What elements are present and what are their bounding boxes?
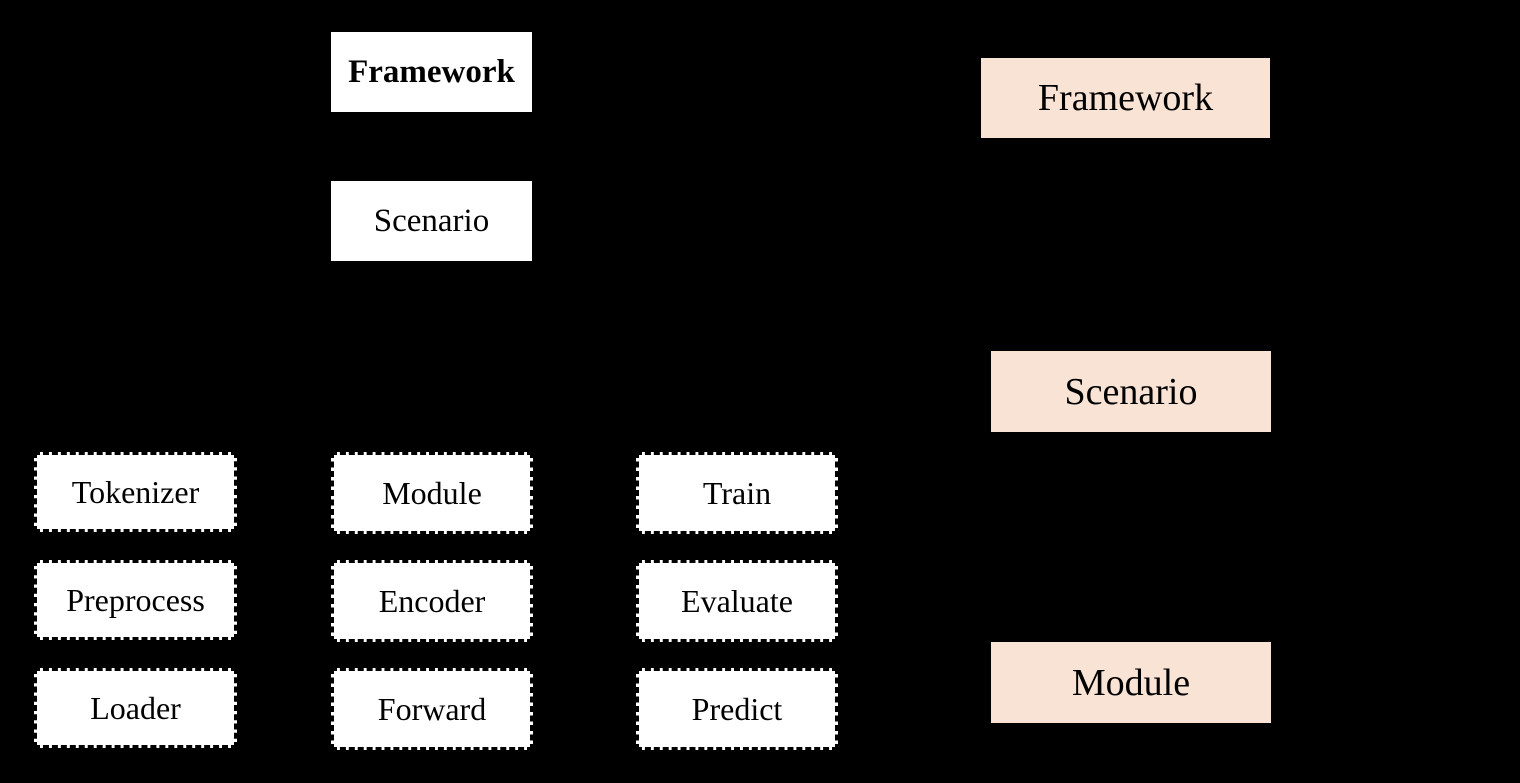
- node-predict[interactable]: Predict: [636, 668, 838, 750]
- node-evaluate[interactable]: Evaluate: [636, 560, 838, 642]
- node-preprocess[interactable]: Preprocess: [34, 560, 237, 640]
- node-encoder[interactable]: Encoder: [331, 560, 533, 642]
- node-scenario-right[interactable]: Scenario: [991, 351, 1271, 432]
- node-framework-left[interactable]: Framework: [331, 32, 532, 112]
- node-train[interactable]: Train: [636, 452, 838, 534]
- node-loader[interactable]: Loader: [34, 668, 237, 748]
- node-scenario-left[interactable]: Scenario: [331, 181, 532, 261]
- node-module[interactable]: Module: [331, 452, 533, 534]
- node-forward[interactable]: Forward: [331, 668, 533, 750]
- node-framework-right[interactable]: Framework: [981, 58, 1270, 138]
- node-tokenizer[interactable]: Tokenizer: [34, 452, 237, 532]
- node-module-right[interactable]: Module: [991, 642, 1271, 723]
